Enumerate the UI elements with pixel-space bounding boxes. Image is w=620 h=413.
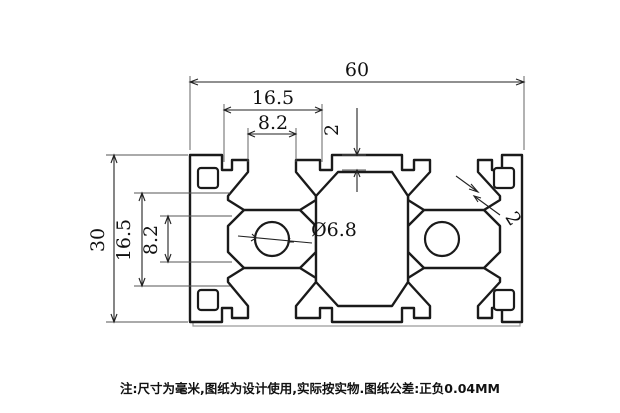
left-web [226,209,245,269]
slot-inner-width-label: 8.2 [258,112,288,134]
hole-diameter-label: Ø6.8 [311,219,357,241]
profile-body [188,153,524,327]
corner-cavity-bottom-right [492,288,516,312]
side-slot-outer-label: 16.5 [113,219,135,261]
center-hole-right [423,220,461,258]
dim-side-slot-inner: 8.2 [140,214,232,264]
tolerance-note: 注:尺寸为毫米,图纸为设计使用,实际按实物.图纸公差:正负0.04MM [120,381,500,396]
center-chamber [314,170,410,308]
corner-cavity-bottom-left [196,288,220,312]
corner-cavity-top-right [492,166,516,190]
dim-side-slot-outer: 16.5 [113,191,230,288]
dim-hole-diameter: Ø6.8 [237,219,357,244]
dim-slot-inner: 8.2 [246,112,298,162]
dim-overall-width: 60 [188,59,526,150]
overall-width-label: 60 [345,59,369,81]
lip-thickness-label: 2 [321,124,343,136]
right-web-right [483,209,502,269]
dim-slot-outer: 16.5 [222,87,324,162]
dim-lip-thickness: 2 [321,108,366,192]
side-slot-inner-label: 8.2 [140,225,162,255]
corner-cavity-top-left [196,166,220,190]
dim-overall-height: 30 [87,153,188,324]
slot-outer-width-label: 16.5 [252,87,294,109]
overall-height-label: 30 [87,228,109,252]
